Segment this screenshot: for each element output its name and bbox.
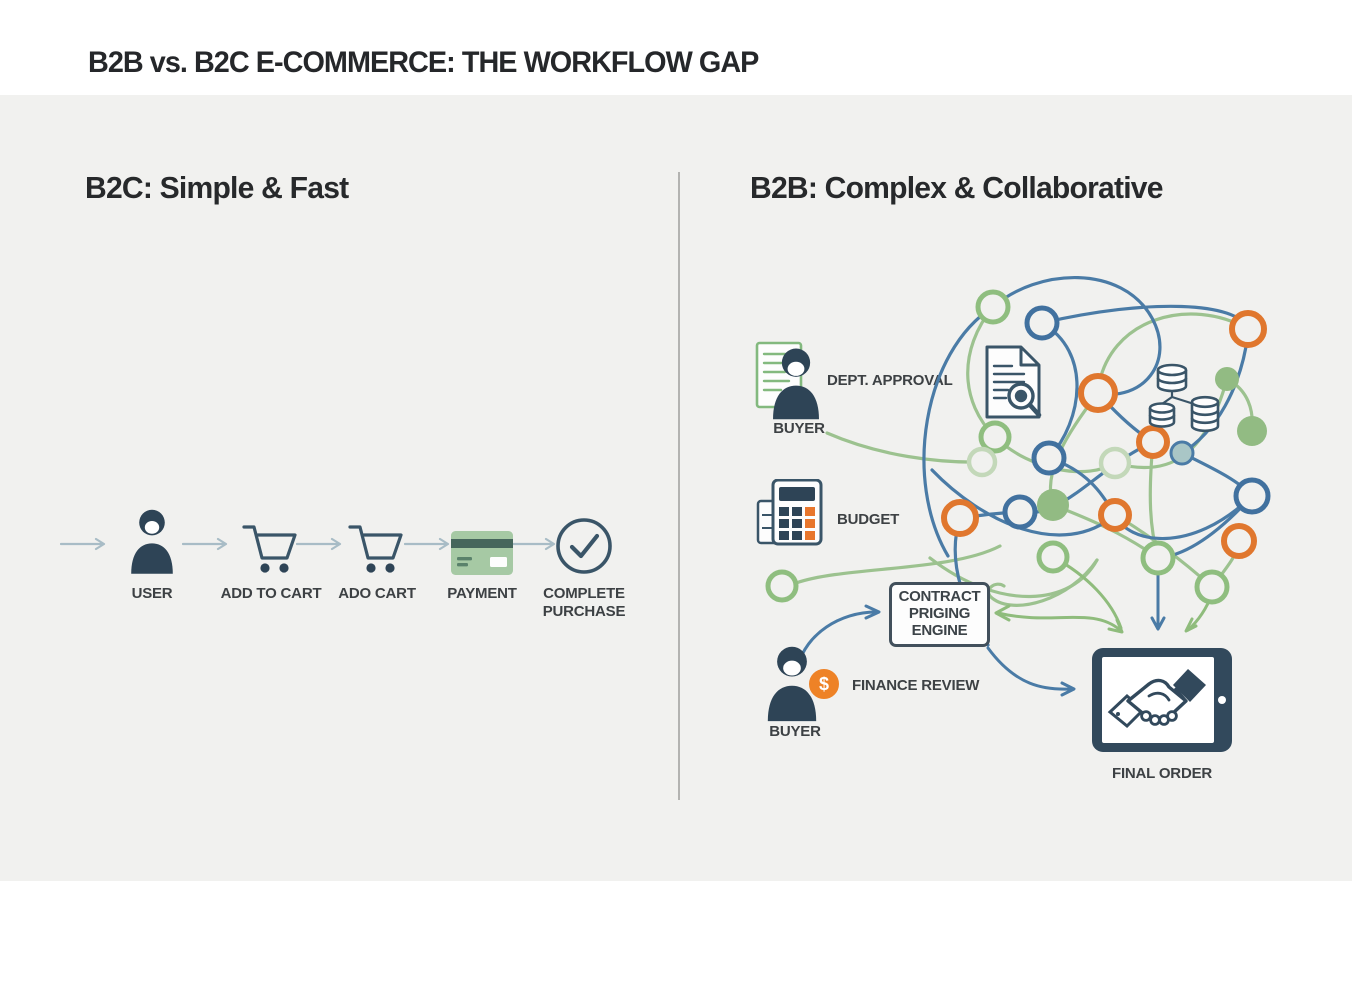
credit-card-icon: [451, 531, 513, 575]
buyer-icon: [767, 646, 817, 722]
page-title: B2B vs. B2C E-COMMERCE: THE WORKFLOW GAP: [88, 46, 759, 79]
panel-divider: [678, 172, 680, 800]
final-order-label: FINAL ORDER: [1111, 765, 1213, 782]
flow-arrow-icon: [404, 537, 450, 551]
b2c-panel-heading: B2C: Simple & Fast: [85, 170, 349, 205]
buyer-top-label: BUYER: [773, 420, 825, 437]
cart-icon: [348, 525, 403, 573]
b2c-step-label: ADD TO CART: [220, 585, 322, 602]
contract-box-line: PRIGING: [908, 605, 971, 623]
cart-icon: [242, 525, 297, 573]
database-icon: [1148, 363, 1220, 433]
buyer-icon: [773, 348, 819, 420]
b2c-step-add-to-cart: ADD TO CART: [211, 496, 331, 603]
b2c-step-label: COMPLETE PURCHASE: [542, 585, 626, 620]
b2c-step-label: USER: [131, 585, 173, 602]
dollar-badge-icon: $: [806, 666, 842, 702]
flow-arrow-icon: [60, 537, 106, 551]
budget-label: BUDGET: [837, 511, 900, 528]
contract-box-line: CONTRACT: [898, 588, 981, 606]
flow-arrow-icon: [182, 537, 228, 551]
b2c-step-label: PAYMENT: [447, 585, 517, 602]
b2c-step-user: USER: [92, 496, 212, 603]
b2b-panel-heading: B2B: Complex & Collaborative: [750, 170, 1163, 205]
calculator-icon: [756, 479, 823, 546]
contract-box-line: ENGINE: [911, 621, 968, 639]
b2c-step-payment: PAYMENT: [422, 496, 542, 603]
b2c-step-complete: COMPLETE PURCHASE: [525, 496, 643, 621]
dept-approval-label: DEPT. APPROVAL: [827, 372, 953, 389]
dollar-sign: $: [818, 673, 829, 694]
document-search-icon: [985, 345, 1042, 419]
b2c-step-ado-cart: ADO CART: [317, 496, 437, 603]
contract-pricing-engine-box: CONTRACT PRIGING ENGINE: [889, 582, 990, 647]
handshake-tablet-icon: [1092, 648, 1232, 752]
finance-review-label: FINANCE REVIEW: [852, 677, 980, 694]
buyer-bottom-label: BUYER: [769, 723, 821, 740]
user-icon: [131, 509, 173, 574]
b2c-step-label: ADO CART: [338, 585, 416, 602]
flow-arrow-icon: [510, 537, 556, 551]
content-band: [0, 95, 1352, 881]
flow-arrow-icon: [296, 537, 342, 551]
checkmark-icon: [556, 518, 612, 574]
